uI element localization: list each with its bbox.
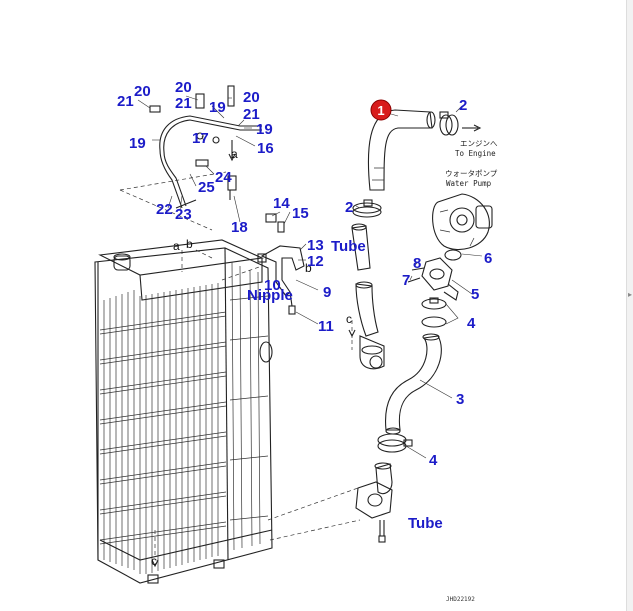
part-number-labels: 2 2 3 4 4 5 6 7 8 9 10 11 12 13 14 15 16…	[117, 79, 492, 469]
part-label-15[interactable]: 15	[292, 205, 309, 222]
part-label-3[interactable]: 3	[456, 391, 464, 408]
part-label-19[interactable]: 19	[129, 135, 146, 152]
engine-note-en: To Engine	[455, 149, 496, 158]
arrow-c-upper	[348, 329, 356, 338]
lower-tube-elbow	[355, 462, 393, 543]
o-ring-6	[444, 249, 462, 261]
arrow-c-lower	[151, 559, 159, 568]
part-label-13[interactable]: 13	[307, 237, 324, 254]
part-label-19[interactable]: 19	[209, 99, 226, 116]
part-label-20[interactable]: 20	[175, 79, 192, 96]
part-label-25[interactable]: 25	[198, 179, 215, 196]
part-label-24[interactable]: 24	[215, 169, 232, 186]
nipple-pipe-assembly	[257, 213, 305, 315]
pump-note-jp: ウォータポンプ	[445, 169, 498, 178]
radiator-outlet-elbow	[359, 335, 385, 370]
part-label-21[interactable]: 21	[117, 93, 134, 110]
highlight-marker[interactable]	[370, 99, 392, 121]
ref-a-left: a	[173, 239, 180, 253]
bolt-7	[407, 277, 421, 283]
upper-hose-part-1	[367, 109, 436, 191]
ref-line-lower	[267, 487, 359, 521]
part-label-19[interactable]: 19	[256, 121, 273, 138]
hose-clamp-4-upper	[421, 297, 447, 328]
radiator-drawing	[94, 239, 273, 584]
part-label-22[interactable]: 22	[156, 201, 173, 218]
part-label-4[interactable]: 4	[467, 315, 476, 332]
part-label-2[interactable]: 2	[459, 97, 467, 114]
lower-hose-part-3	[385, 333, 442, 435]
scrollbar-track[interactable]	[626, 0, 633, 611]
ref-c-upper: c	[346, 312, 352, 326]
part-label-14[interactable]: 14	[273, 195, 290, 212]
highlight-marker-label: 1	[377, 103, 384, 118]
part-label-18[interactable]: 18	[231, 219, 248, 236]
engine-note-jp: エンジンへ	[460, 139, 498, 148]
upper-tube-pipe	[351, 223, 379, 337]
tag-nipple[interactable]: Nipple	[247, 287, 293, 304]
ref-a-top: a	[231, 147, 238, 161]
ref-b-left: b	[186, 237, 193, 251]
part-label-10[interactable]: 10	[264, 277, 281, 294]
ref-line-1	[119, 171, 227, 191]
flange-part-5	[421, 257, 459, 301]
hose-clamp-upper	[439, 111, 459, 136]
tag-tube-upper[interactable]: Tube	[331, 238, 366, 255]
vent-pipe-assembly	[149, 85, 262, 209]
part-label-2[interactable]: 2	[345, 199, 353, 216]
scroll-right-icon[interactable]: ▸	[627, 290, 632, 299]
part-label-9[interactable]: 9	[323, 284, 331, 301]
tag-tube-lower[interactable]: Tube	[408, 515, 443, 532]
ref-line-lower-2	[269, 519, 361, 541]
ref-line-b	[195, 249, 213, 259]
part-label-16[interactable]: 16	[257, 140, 274, 157]
ref-b-right: b	[305, 261, 312, 275]
leader-lines	[137, 95, 483, 459]
hose-clamp-4-lower	[377, 433, 413, 453]
part-label-21[interactable]: 21	[243, 106, 260, 123]
drawing-code: JHD22192	[446, 596, 475, 603]
part-label-21[interactable]: 21	[175, 95, 192, 112]
ref-c-lower: c	[151, 554, 157, 568]
part-label-5[interactable]: 5	[471, 286, 479, 303]
part-label-6[interactable]: 6	[484, 250, 492, 267]
part-label-23[interactable]: 23	[175, 206, 192, 223]
ref-line-3	[221, 265, 263, 281]
part-label-11[interactable]: 11	[318, 318, 334, 335]
water-pump-drawing	[432, 193, 493, 250]
part-label-20[interactable]: 20	[134, 83, 151, 100]
pump-note-en: Water Pump	[446, 179, 492, 188]
hose-clamp-middle	[352, 199, 382, 218]
part-label-12[interactable]: 12	[307, 253, 324, 270]
bracket-4-upper	[445, 303, 459, 325]
part-label-7[interactable]: 7	[402, 272, 410, 289]
part-label-17[interactable]: 17	[192, 130, 209, 147]
part-label-8[interactable]: 8	[413, 255, 421, 272]
part-label-20[interactable]: 20	[243, 89, 260, 106]
ref-line-2	[119, 189, 213, 231]
part-label-4[interactable]: 4	[429, 452, 438, 469]
bolt-8	[411, 267, 425, 271]
